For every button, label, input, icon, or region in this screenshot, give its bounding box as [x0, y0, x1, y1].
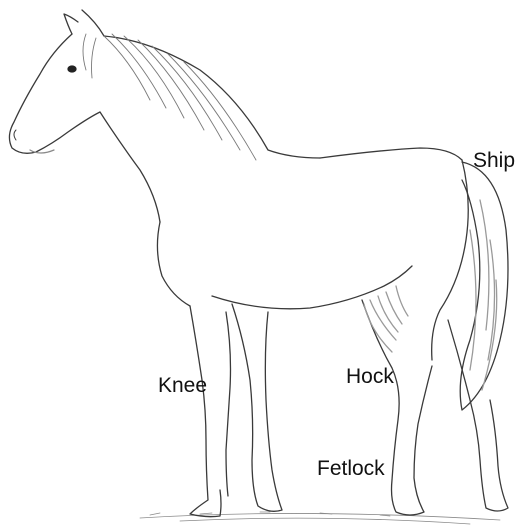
- ground-shadow: [140, 512, 500, 524]
- horse-body: [9, 10, 508, 517]
- label-ship: Ship: [473, 150, 515, 171]
- label-fetlock: Fetlock: [317, 458, 385, 479]
- label-hock: Hock: [346, 366, 394, 387]
- label-knee: Knee: [158, 375, 207, 396]
